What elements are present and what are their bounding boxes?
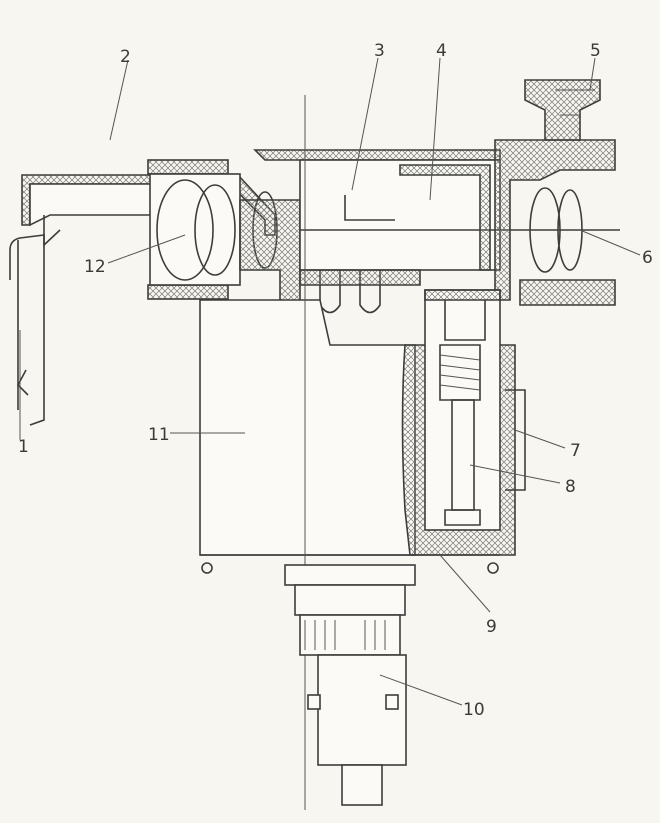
- label-6: 6: [642, 248, 653, 268]
- leader-lines: [19, 57, 641, 706]
- spring-plunger-mechanism: [424, 289, 526, 531]
- label-5: 5: [590, 41, 601, 61]
- part-labels: 1 2 3 4 5 6 7 8 9 10 11 12: [18, 41, 653, 720]
- objective-lens-assembly: [494, 79, 616, 306]
- label-11: 11: [148, 425, 170, 445]
- label-2: 2: [120, 47, 131, 67]
- label-1: 1: [18, 437, 29, 457]
- eyepiece-lens-assembly: [147, 159, 301, 321]
- label-3: 3: [374, 41, 385, 61]
- label-8: 8: [565, 477, 576, 497]
- label-10: 10: [463, 700, 485, 720]
- central-tube: [253, 149, 620, 314]
- label-4: 4: [436, 41, 447, 61]
- label-12: 12: [84, 257, 106, 277]
- label-7: 7: [570, 441, 581, 461]
- base-mount: [284, 564, 416, 806]
- label-9: 9: [486, 617, 497, 637]
